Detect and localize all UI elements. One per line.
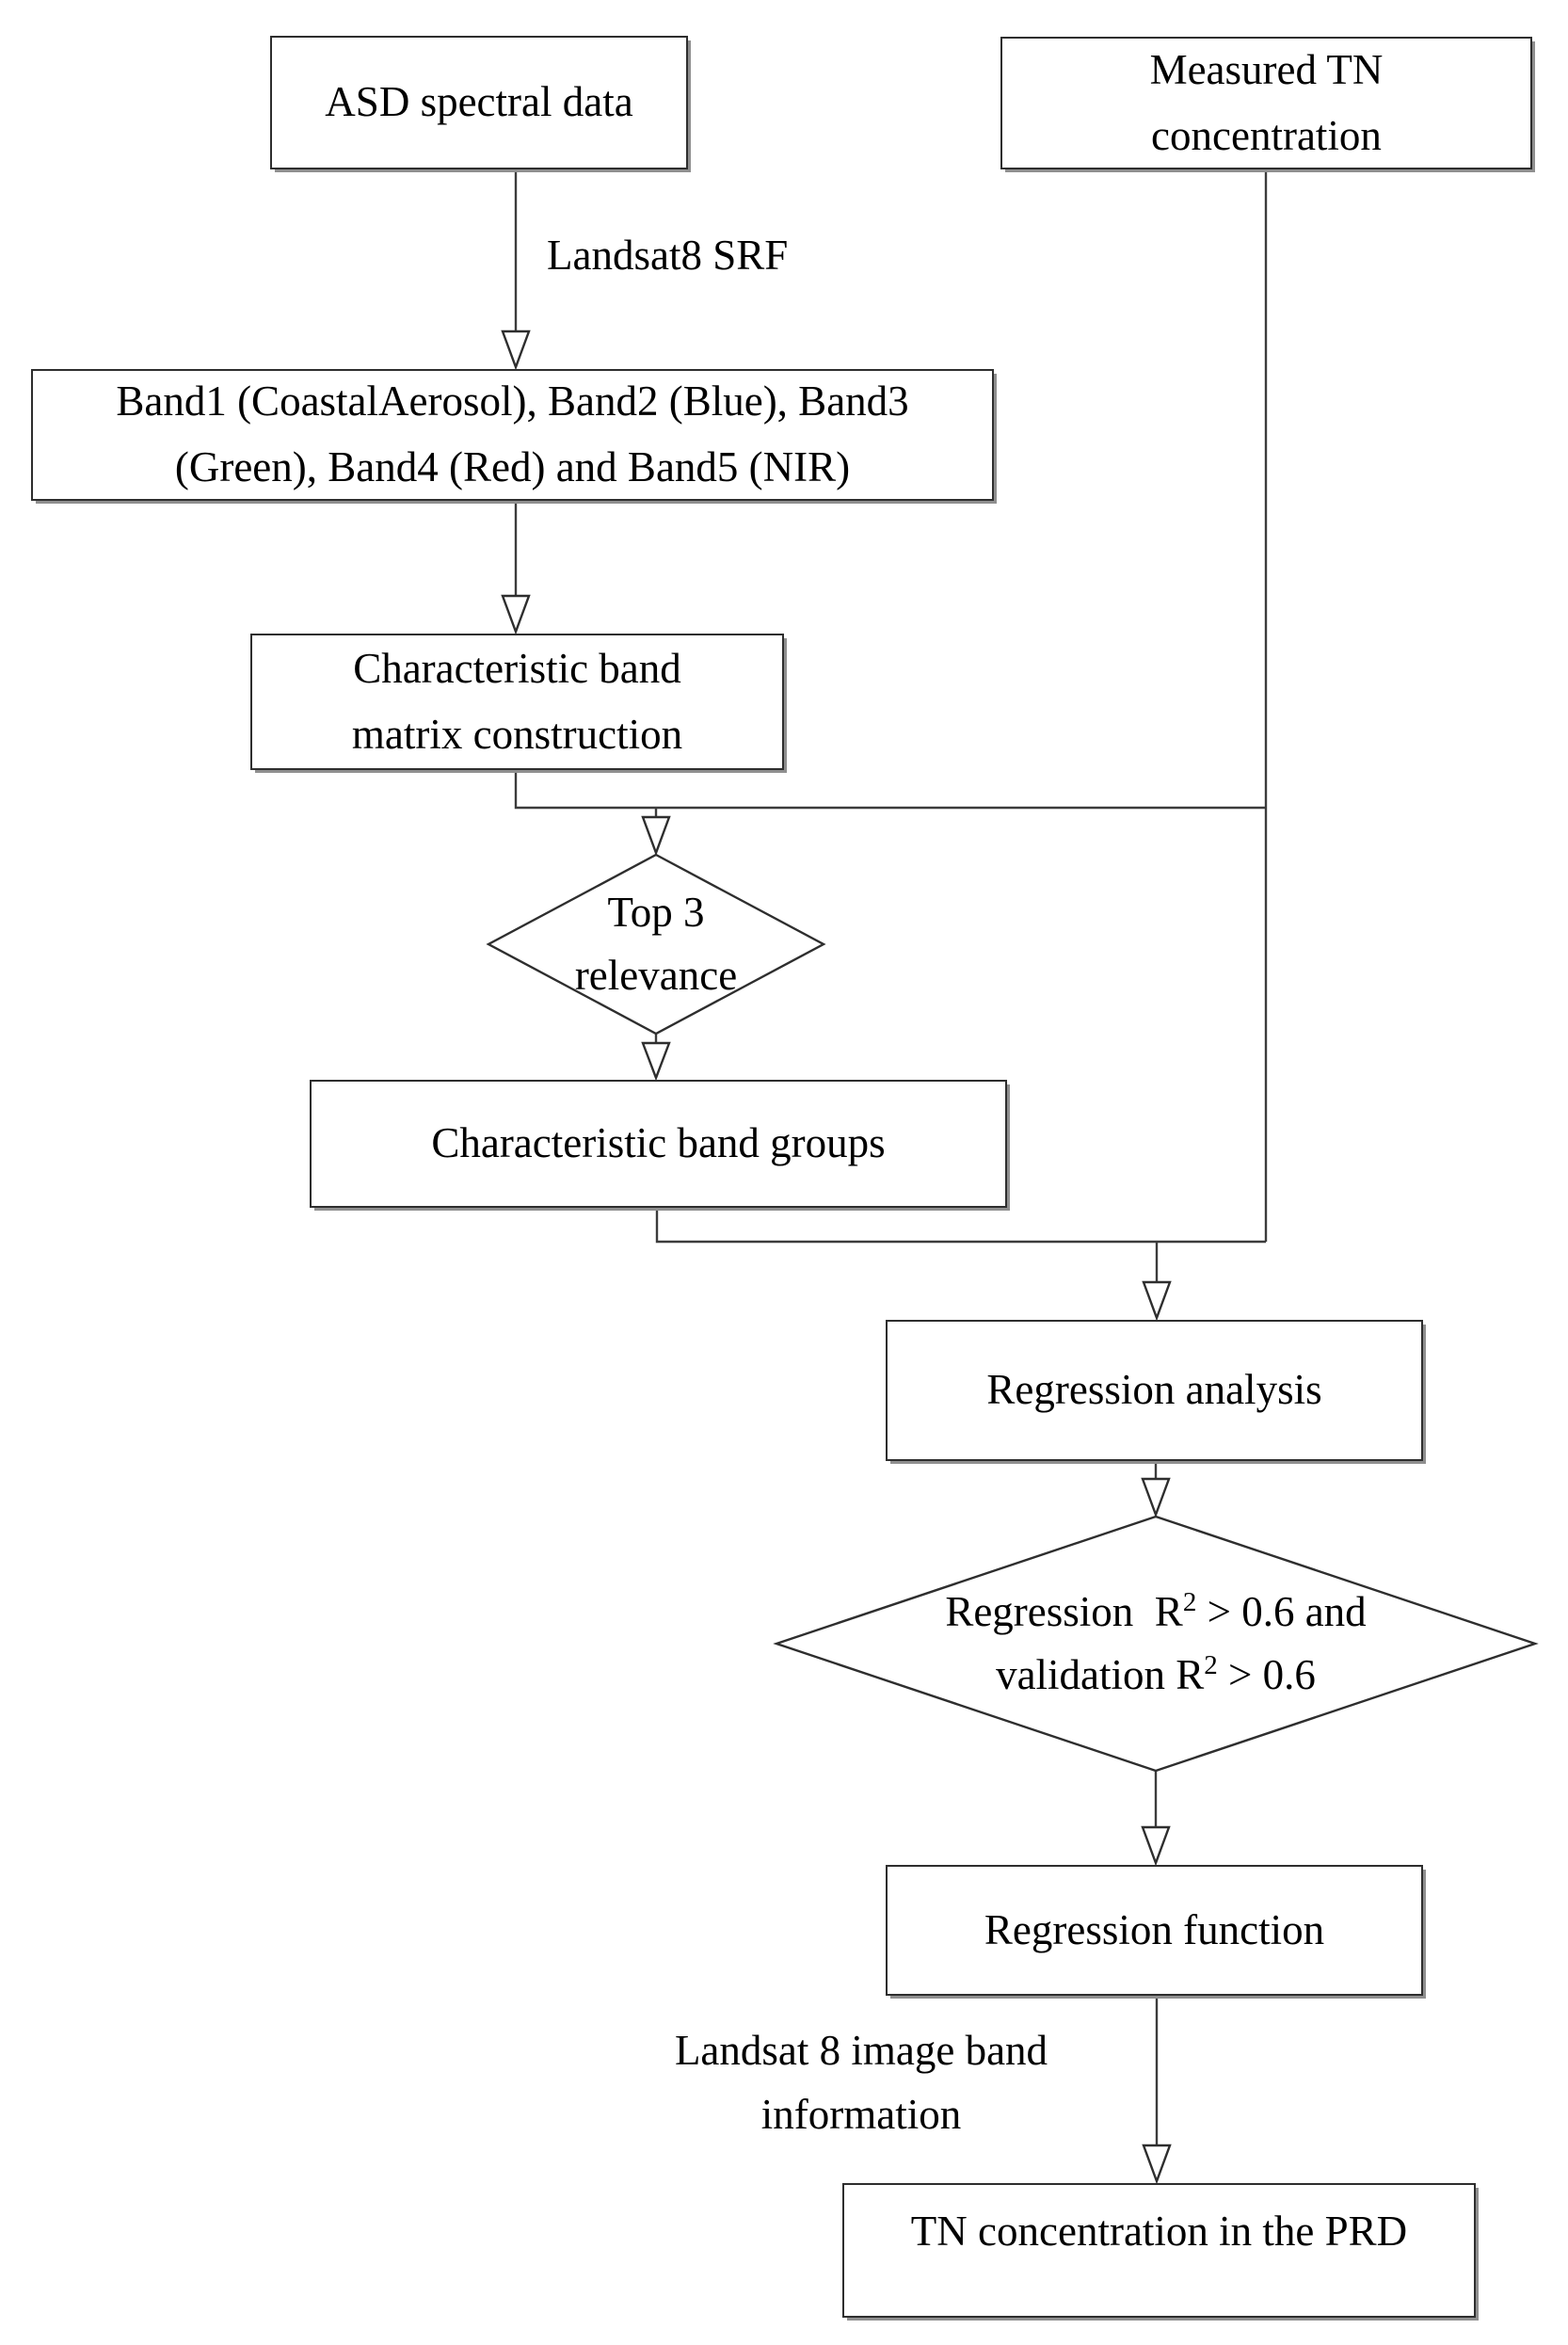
- top3-relevance-diamond: [486, 853, 826, 1036]
- arrowhead-top3-to-groups: [641, 1041, 671, 1082]
- band-selection-label: Band1 (CoastalAerosol), Band2 (Blue), Ba…: [116, 377, 909, 490]
- tn-prd-node: TN concentration in the PRD: [842, 2183, 1476, 2318]
- regression-analysis-node: Regression analysis: [886, 1320, 1423, 1461]
- arrowhead-asd-to-bands: [501, 329, 531, 371]
- arrowhead-junction-to-top3: [641, 815, 671, 857]
- arrowhead-regression-to-check: [1141, 1477, 1171, 1518]
- regression-function-node: Regression function: [886, 1865, 1423, 1996]
- edge-groups-junction: [655, 1208, 1266, 1244]
- regression-analysis-label: Regression analysis: [986, 1366, 1322, 1414]
- arrowhead-function-to-prd: [1142, 2144, 1172, 2185]
- measured-tn-node: Measured TN concentration: [1000, 37, 1532, 169]
- band-matrix-node: Characteristic band matrix construction: [250, 634, 784, 770]
- landsat8-srf-edge-label: Landsat8 SRF: [547, 232, 789, 279]
- arrowhead-bands-to-matrix: [501, 594, 531, 635]
- measured-tn-label: Measured TN concentration: [1149, 45, 1384, 159]
- asd-spectral-data-label: ASD spectral data: [325, 78, 633, 126]
- band-groups-label: Characteristic band groups: [431, 1119, 886, 1167]
- band-matrix-label: Characteristic band matrix construction: [351, 644, 683, 758]
- band-selection-node: Band1 (CoastalAerosol), Band2 (Blue), Ba…: [31, 369, 994, 501]
- arrowhead-check-to-function: [1141, 1825, 1171, 1867]
- tn-prd-label: TN concentration in the PRD: [910, 2207, 1408, 2255]
- landsat8-image-band-edge-label: Landsat 8 image band information: [674, 2027, 1048, 2138]
- r2-condition-diamond: [773, 1515, 1539, 1773]
- arrowhead-junction-to-regression: [1142, 1280, 1172, 1322]
- edge-matrix-junction: [514, 770, 1266, 810]
- regression-function-label: Regression function: [984, 1905, 1325, 1953]
- band-groups-node: Characteristic band groups: [310, 1080, 1007, 1208]
- asd-spectral-data-node: ASD spectral data: [270, 36, 688, 169]
